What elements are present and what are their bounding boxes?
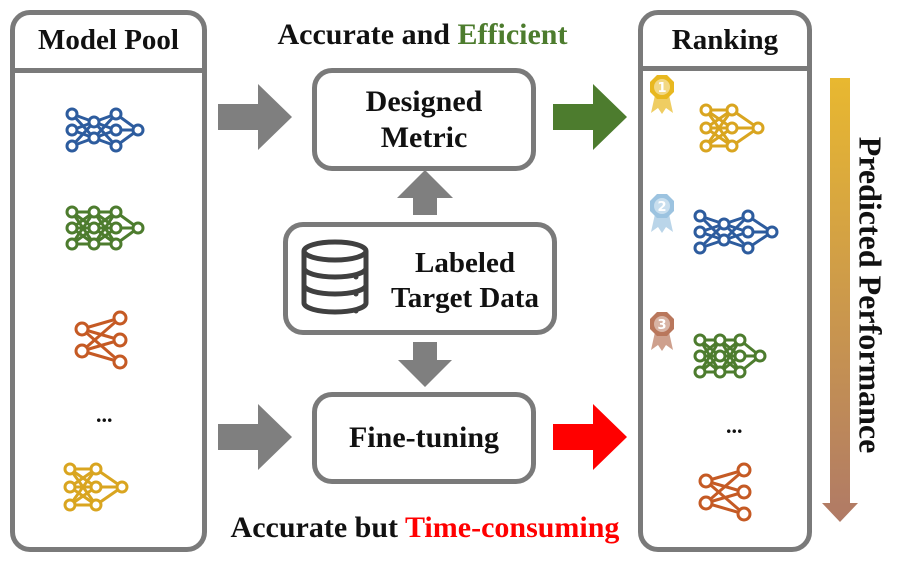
bottom-caption: Accurate but Time-consuming: [205, 511, 645, 545]
fine-tuning-label: Fine-tuning: [348, 421, 500, 454]
labeled-line2: Target Data: [391, 281, 539, 314]
bottom-caption-time-consuming: Time-consuming: [404, 511, 620, 544]
ranking-ellipsis: ...: [726, 413, 743, 438]
arrow-data-to-finetuning: [398, 342, 452, 387]
model-pool-title: Model Pool: [38, 24, 179, 56]
predicted-performance-label: Predicted Performance: [852, 136, 889, 454]
ranking-panel: [638, 10, 812, 552]
top-caption-efficient: Efficient: [457, 18, 568, 51]
arrow-pool-to-metric: [218, 84, 292, 150]
model-pool-panel: [10, 10, 207, 552]
arrow-finetuning-to-ranking: [553, 404, 627, 470]
ranking-title: Ranking: [671, 24, 779, 56]
labeled-line1: Labeled: [415, 247, 515, 279]
designed-metric-line1: Designed: [365, 84, 483, 118]
bottom-caption-part1: Accurate but: [230, 511, 405, 544]
fine-tuning-box: Fine-tuning: [312, 392, 536, 484]
ranking-divider: [638, 66, 812, 71]
designed-metric-box: Designed Metric: [312, 68, 536, 171]
model-pool-ellipsis: ...: [96, 402, 113, 427]
designed-metric-line2: Metric: [380, 120, 468, 154]
arrow-data-to-metric: [397, 170, 453, 215]
top-caption-part1: Accurate and: [277, 18, 458, 51]
labeled-target-data-text: Labeled Target Data: [376, 246, 554, 316]
model-pool-divider: [10, 68, 207, 73]
arrow-pool-to-finetuning: [218, 404, 292, 470]
arrow-metric-to-ranking: [553, 84, 627, 150]
top-caption: Accurate and Efficient: [225, 18, 620, 52]
